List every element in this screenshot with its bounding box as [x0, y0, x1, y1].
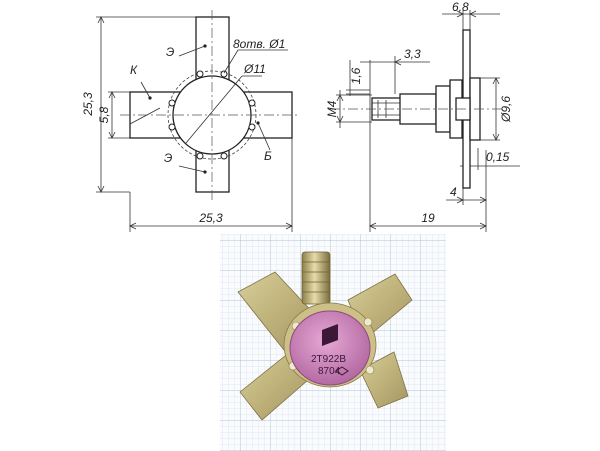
flange-diameter-dim: Ø9,6	[499, 96, 513, 123]
base-label: Б	[264, 149, 272, 163]
thread-offset-dim: 1,6	[349, 67, 363, 84]
side-view: 6,8 3,3 1,6 М4 Ø9,6 0,15 4 19	[325, 0, 520, 232]
manufacturer-logo-icon	[322, 324, 338, 346]
total-length-dim: 19	[421, 211, 435, 225]
component-photo: 2Т922В 8704	[220, 234, 446, 451]
body-diameter-dim: Ø11	[243, 62, 266, 76]
marking-line-1: 2Т922В	[311, 354, 346, 365]
thread-dim: М4	[325, 100, 339, 117]
marking-line-2: 8704	[318, 366, 341, 377]
front-width-dim: 25,3	[198, 211, 223, 225]
threaded-stud	[301, 251, 331, 305]
holes-dim: 8отв. Ø1	[233, 37, 285, 51]
emitter-bottom-label: Э	[164, 151, 172, 165]
lead-width-dim: 5,8	[97, 106, 111, 123]
front-height-dim: 25,3	[81, 92, 95, 117]
flange-top-dim: 6,8	[452, 0, 469, 14]
lead-bottom-right	[359, 351, 409, 409]
flange-thickness-dim: 4	[450, 185, 457, 199]
emitter-top-label: Э	[166, 45, 174, 59]
front-view: 25,3 25,3 5,8 8отв. Ø1 Ø11 Э Э К Б	[81, 10, 300, 232]
stud-length-dim: 3,3	[404, 47, 421, 61]
lead-thickness-dim: 0,15	[486, 150, 510, 164]
transistor-body	[289, 310, 371, 386]
collector-label: К	[130, 63, 138, 77]
